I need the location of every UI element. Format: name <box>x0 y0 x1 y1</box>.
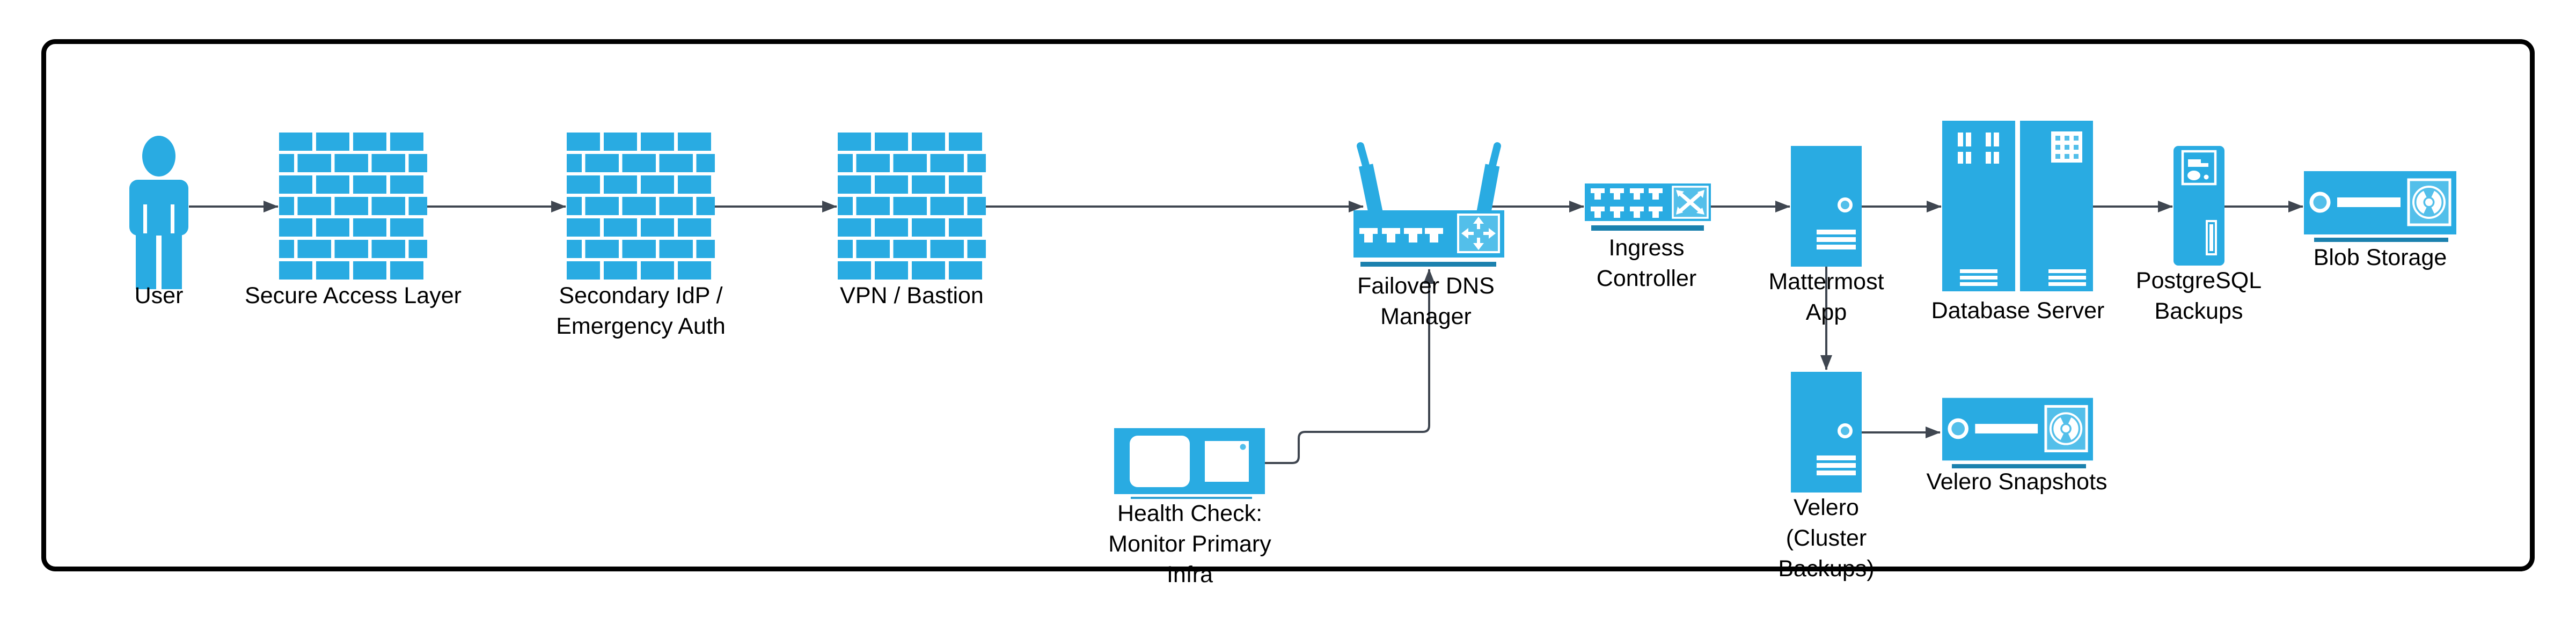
vpn-bastion-label: VPN / Bastion <box>840 283 984 308</box>
failover-dns-label: Failover DNS Manager <box>1357 273 1495 329</box>
tape-storage-icon <box>1942 398 2093 461</box>
rack-server-icon <box>1942 121 2093 291</box>
monitor-icon <box>1114 428 1265 494</box>
storage-tower-icon <box>2174 146 2224 266</box>
mattermost-app-label: Mattermost App <box>1768 269 1884 325</box>
l2-switch-icon <box>1585 183 1711 221</box>
tower-server-icon <box>1791 372 1862 493</box>
velero-label: Velero (Cluster Backups) <box>1778 495 1875 582</box>
firewall-icon <box>567 133 715 280</box>
ingress-underline <box>1591 225 1704 231</box>
blob-storage-underline <box>2314 238 2448 242</box>
database-server-label: Database Server <box>1931 298 2105 324</box>
edge-healthcheck-failover-dns <box>1265 269 1435 464</box>
health-check-label: Health Check: Monitor Primary Infra <box>1108 501 1271 587</box>
person-icon <box>129 136 188 289</box>
tower-server-icon <box>1791 146 1862 267</box>
diagram-border <box>41 39 2535 571</box>
secondary-idp-label: Secondary IdP / Emergency Auth <box>556 283 726 339</box>
user-label: User <box>134 283 184 308</box>
tape-storage-icon <box>2304 171 2456 234</box>
blob-storage-label: Blob Storage <box>2313 245 2447 270</box>
velero-snapshots-underline <box>1952 464 2086 468</box>
wireless-router-icon <box>1353 142 1504 258</box>
health-check-underline <box>1131 497 1252 499</box>
ingress-controller-label: Ingress Controller <box>1596 235 1697 291</box>
firewall-icon <box>838 133 986 280</box>
velero-snapshots-label: Velero Snapshots <box>1926 469 2107 495</box>
secure-access-layer-label: Secure Access Layer <box>245 283 462 308</box>
postgresql-backups-label: PostgreSQL Backups <box>2135 268 2262 324</box>
firewall-icon <box>279 133 427 280</box>
failover-dns-underline <box>1360 262 1496 267</box>
